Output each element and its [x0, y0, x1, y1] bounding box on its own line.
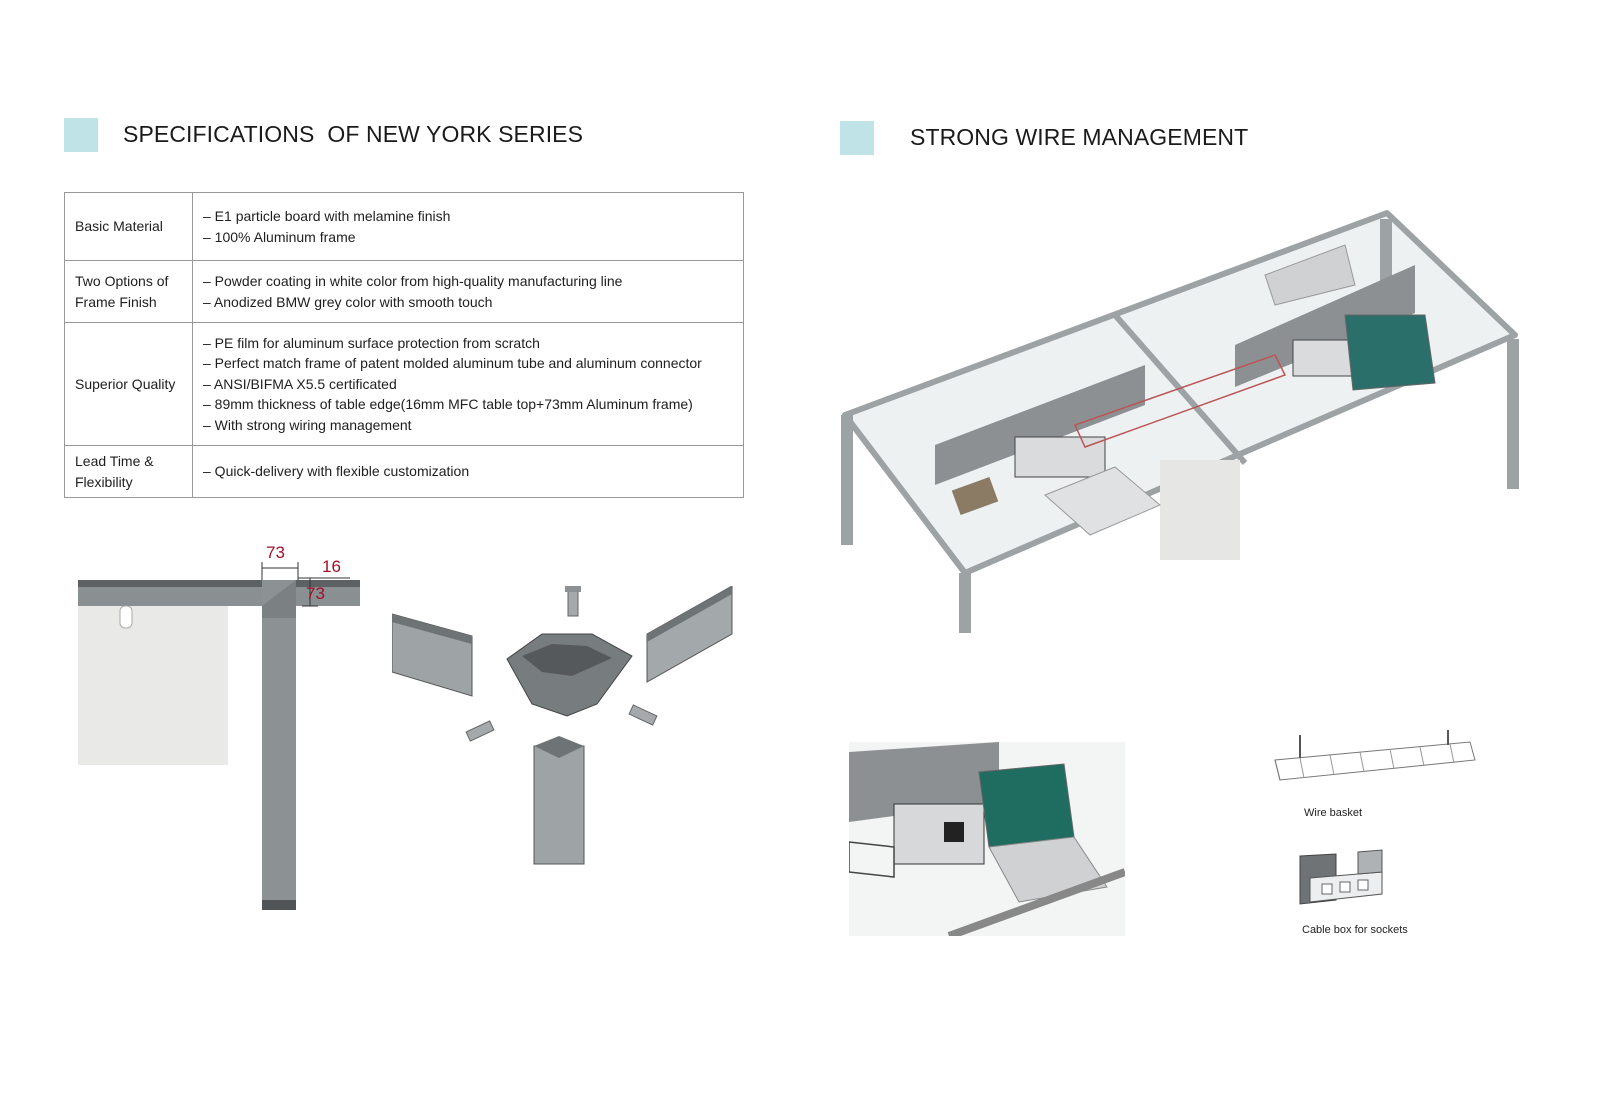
- table-row: Superior Quality – PE film for aluminum …: [64, 322, 744, 446]
- bolt-top: [567, 586, 579, 617]
- cable-box-front: [1014, 436, 1106, 478]
- laptop-rear: [1264, 244, 1356, 306]
- row-label: Superior Quality: [64, 322, 193, 446]
- wire-basket: [1073, 354, 1287, 448]
- row-label: Lead Time &Flexibility: [64, 445, 193, 498]
- dimension-top-width: 73: [266, 543, 285, 562]
- row-details: – E1 particle board with melamine finish…: [192, 192, 744, 261]
- aluminum-tube-right: [646, 586, 733, 683]
- bolt-left: [465, 720, 495, 742]
- section-marker-square: [64, 118, 98, 152]
- row-details: – PE film for aluminum surface protectio…: [192, 322, 744, 446]
- table-leg: [959, 573, 971, 633]
- table-panel: [78, 580, 228, 765]
- desk-wire-management-illustration: [841, 210, 1519, 633]
- socket: [944, 822, 964, 842]
- edge-profile-diagram: 73 16 73: [78, 543, 360, 910]
- center-support-panel: [1160, 460, 1240, 560]
- privacy-screen-back: [1235, 265, 1415, 387]
- frame-corner-joint: [262, 580, 296, 618]
- socket: [1321, 883, 1333, 895]
- table-row: Lead Time &Flexibility – Quick-delivery …: [64, 445, 744, 498]
- row-details: – Powder coating in white color from hig…: [192, 260, 744, 323]
- cable-box: [893, 803, 985, 865]
- wire-basket-caption: Wire basket: [1304, 807, 1363, 819]
- table-edge: [947, 868, 1125, 936]
- table-leg: [1507, 339, 1519, 489]
- aluminum-tube-leg: [533, 745, 585, 865]
- laptop: [978, 763, 1075, 848]
- specifications-table: Basic Material – E1 particle board with …: [64, 192, 744, 498]
- cable-tray-detail-illustration: [849, 742, 1125, 936]
- cable-box-caption: Cable box for sockets: [1302, 924, 1408, 936]
- notebook: [951, 476, 999, 516]
- cable-box-illustration: [1299, 849, 1383, 905]
- dimension-top-thickness: 16: [322, 557, 341, 576]
- specifications-heading: SPECIFICATIONS OF NEW YORK SERIES: [123, 121, 584, 147]
- table-top-edge: [78, 580, 360, 587]
- table-row: Basic Material – E1 particle board with …: [64, 192, 744, 261]
- socket: [1357, 879, 1369, 891]
- socket: [1339, 881, 1351, 893]
- row-label: Basic Material: [64, 192, 193, 261]
- privacy-screen-front: [935, 365, 1145, 485]
- leg-foot: [262, 900, 296, 910]
- wire-basket: [849, 841, 895, 878]
- privacy-screen: [849, 742, 999, 822]
- panel-clip: [119, 605, 133, 629]
- exploded-connector-diagram: [392, 586, 733, 865]
- wire-management-heading: STRONG WIRE MANAGEMENT: [910, 124, 1249, 150]
- laptop-back: [1344, 314, 1436, 391]
- section-marker-square: [840, 121, 874, 155]
- wire-basket-illustration: [1274, 730, 1476, 781]
- bolt-right: [628, 704, 658, 726]
- frame-leg: [262, 580, 296, 910]
- row-details: – Quick-delivery with flexible customiza…: [192, 445, 744, 498]
- table-leg: [841, 415, 853, 545]
- dimension-frame-height: 73: [306, 584, 325, 603]
- laptop-front: [1044, 466, 1161, 536]
